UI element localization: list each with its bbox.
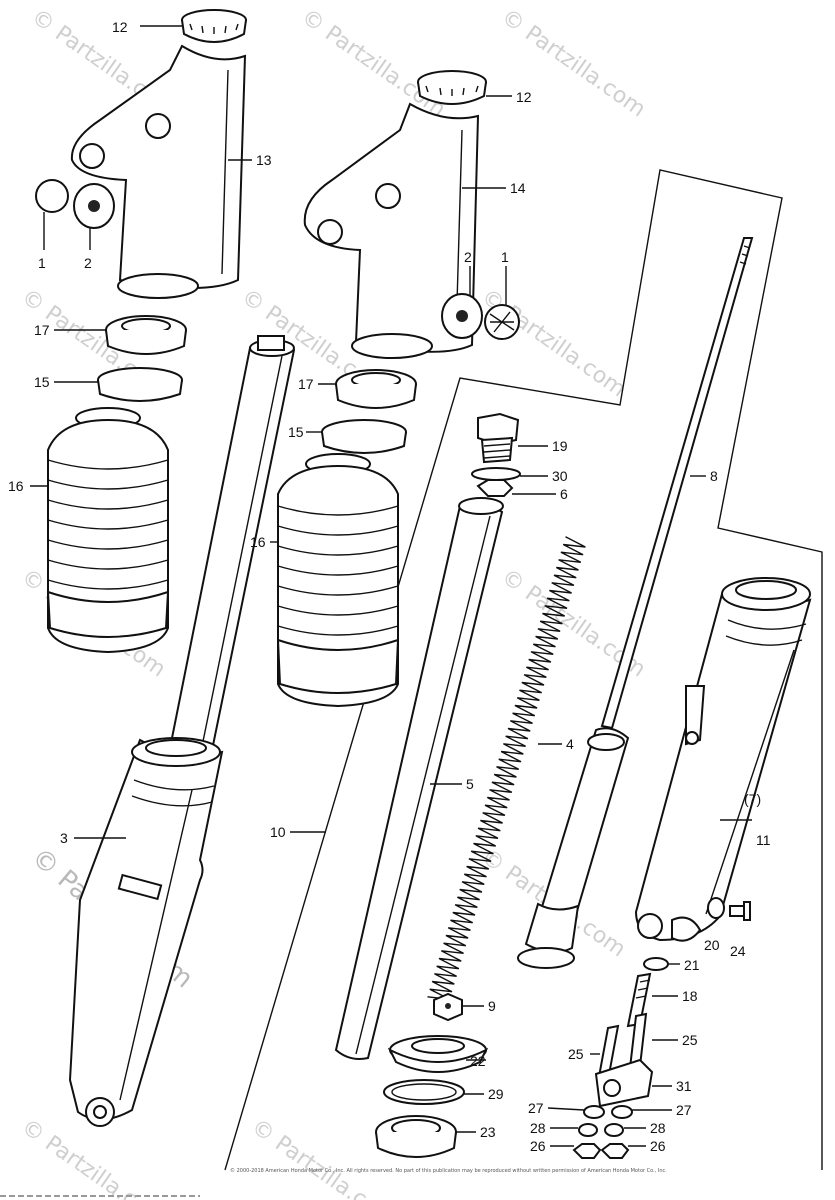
callout-14: 14 [510, 180, 526, 196]
callout-6: 6 [560, 486, 568, 502]
callout-17: 17 [34, 322, 50, 338]
axle-holder-bolt [707, 897, 751, 921]
callout-18: 18 [682, 988, 698, 1004]
callout-21: 21 [684, 957, 700, 973]
callout-11: 11 [756, 832, 771, 848]
spacer-ring-right [321, 419, 407, 454]
callout-labels: 12 13 1 2 12 14 2 1 17 15 16 17 15 16 19… [8, 19, 771, 1154]
spacer-ring-left [97, 367, 183, 402]
callout-12: 12 [112, 19, 128, 35]
fork-pipe-right [334, 497, 504, 1060]
callout-16: 16 [8, 478, 24, 494]
watermark-text: © Partzilla.com [297, 4, 450, 122]
callout-3: 3 [60, 830, 68, 846]
callout-5: 5 [466, 776, 474, 792]
callout-8: 8 [710, 468, 718, 484]
group-boundary [224, 169, 823, 1171]
holder-nuts [572, 1105, 633, 1159]
upper-fork-cover-right [303, 102, 480, 359]
axle-holder-set [594, 972, 654, 1108]
callout-4: 4 [566, 736, 574, 752]
callout-1: 1 [501, 249, 509, 265]
callout-15: 15 [34, 374, 50, 390]
callout-28: 28 [530, 1120, 546, 1136]
callout-24: 24 [730, 943, 746, 959]
top-nut-left [181, 9, 247, 43]
dust-seal-left [105, 315, 187, 355]
reflector-right [441, 293, 520, 340]
fork-bolt-set [471, 412, 521, 497]
callout-27: 27 [676, 1102, 692, 1118]
callout-31: 31 [676, 1078, 692, 1094]
callout-25: 25 [682, 1032, 698, 1048]
dust-seal-right [335, 369, 417, 409]
watermark-text: © Partzilla.com [17, 1114, 170, 1200]
callout-10: 10 [270, 824, 286, 840]
callout-17: 17 [298, 376, 314, 392]
callout-20: 20 [704, 937, 720, 953]
nut-9 [433, 992, 463, 1022]
oil-seal [375, 1115, 457, 1158]
callout-2: 2 [84, 255, 92, 271]
callout-2: 2 [464, 249, 472, 265]
callout-27: 27 [528, 1100, 544, 1116]
copyright-text: © 2000-2018 American Honda Motor Co., In… [230, 1167, 667, 1174]
reflector-left [35, 179, 115, 229]
rubber-boot-right [276, 453, 400, 708]
callout-13: 13 [256, 152, 272, 168]
callout-22: 22 [470, 1053, 486, 1069]
upper-fork-cover-left [70, 44, 247, 299]
callout-29: 29 [488, 1086, 504, 1102]
callout-19: 19 [552, 438, 568, 454]
callout-16: 16 [250, 534, 266, 550]
callout-23: 23 [480, 1124, 496, 1140]
washer-21 [643, 957, 669, 971]
top-nut-right [417, 70, 487, 105]
callout-15: 15 [288, 424, 304, 440]
callout-26: 26 [530, 1138, 546, 1154]
callout-26: 26 [650, 1138, 666, 1154]
callout-7: (7) [744, 791, 761, 807]
callout-30: 30 [552, 468, 568, 484]
damper-rod [517, 237, 754, 969]
callout-1: 1 [38, 255, 46, 271]
fork-pipe-assembly-left [68, 335, 296, 1127]
callout-25: 25 [568, 1046, 584, 1062]
leader-lines [30, 25, 752, 1147]
rubber-boot-left [46, 407, 170, 654]
callout-28: 28 [650, 1120, 666, 1136]
bottom-case-right [634, 577, 812, 942]
callout-9: 9 [488, 998, 496, 1014]
callout-12: 12 [516, 89, 532, 105]
circlip [383, 1079, 465, 1105]
oil-lock-piece [387, 1035, 489, 1073]
fork-spring [427, 536, 586, 1000]
